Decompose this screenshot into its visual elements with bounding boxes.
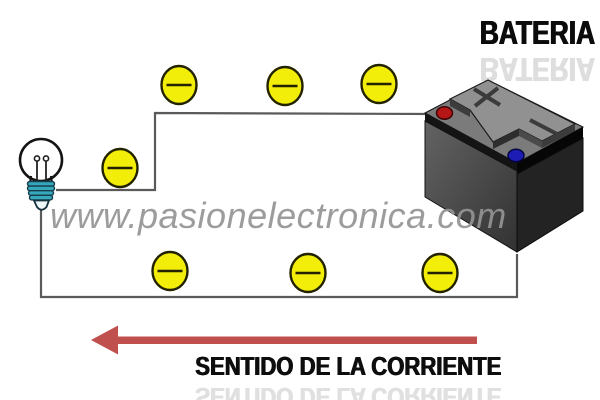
electron	[289, 252, 327, 294]
electron	[360, 63, 398, 105]
battery-right-rim	[517, 127, 583, 174]
plus-mark-icon	[472, 86, 502, 108]
wire-bottom	[39, 208, 519, 299]
bulb-filament	[33, 155, 50, 183]
watermark-text: www.pasionelectronica.com	[50, 195, 507, 236]
battery-right-face	[516, 137, 584, 253]
bulb-screw-threads	[26, 180, 56, 201]
battery-notch-face-right	[519, 129, 542, 148]
electrons	[101, 63, 459, 294]
current-direction-label-reflection: SENTIDO DE LA CORRIENTE	[195, 382, 502, 400]
battery-step-face-front	[542, 124, 575, 148]
bulb-contact-tip	[32, 199, 51, 211]
battery-title: BATERIA	[479, 14, 596, 51]
electron	[421, 252, 459, 294]
battery-negative-terminal	[507, 148, 525, 163]
current-direction-label: SENTIDO DE LA CORRIENTE	[195, 351, 502, 381]
electron	[160, 64, 198, 106]
light-bulb	[18, 137, 64, 211]
battery-notch-face-left	[493, 129, 519, 149]
circuit-wires	[39, 111, 519, 299]
electron	[101, 147, 139, 189]
battery	[423, 79, 585, 253]
electron	[151, 250, 189, 292]
minus-mark-icon	[529, 118, 558, 136]
electron	[266, 65, 304, 107]
wire-top	[56, 111, 434, 192]
battery-step-face-left	[450, 99, 470, 117]
bulb-globe	[18, 137, 64, 183]
arrow-head-left-icon	[91, 325, 118, 355]
arrow-shaft	[116, 336, 477, 344]
current-direction-arrow	[91, 325, 477, 355]
battery-front-rim	[425, 113, 517, 171]
battery-positive-terminal	[435, 106, 454, 120]
